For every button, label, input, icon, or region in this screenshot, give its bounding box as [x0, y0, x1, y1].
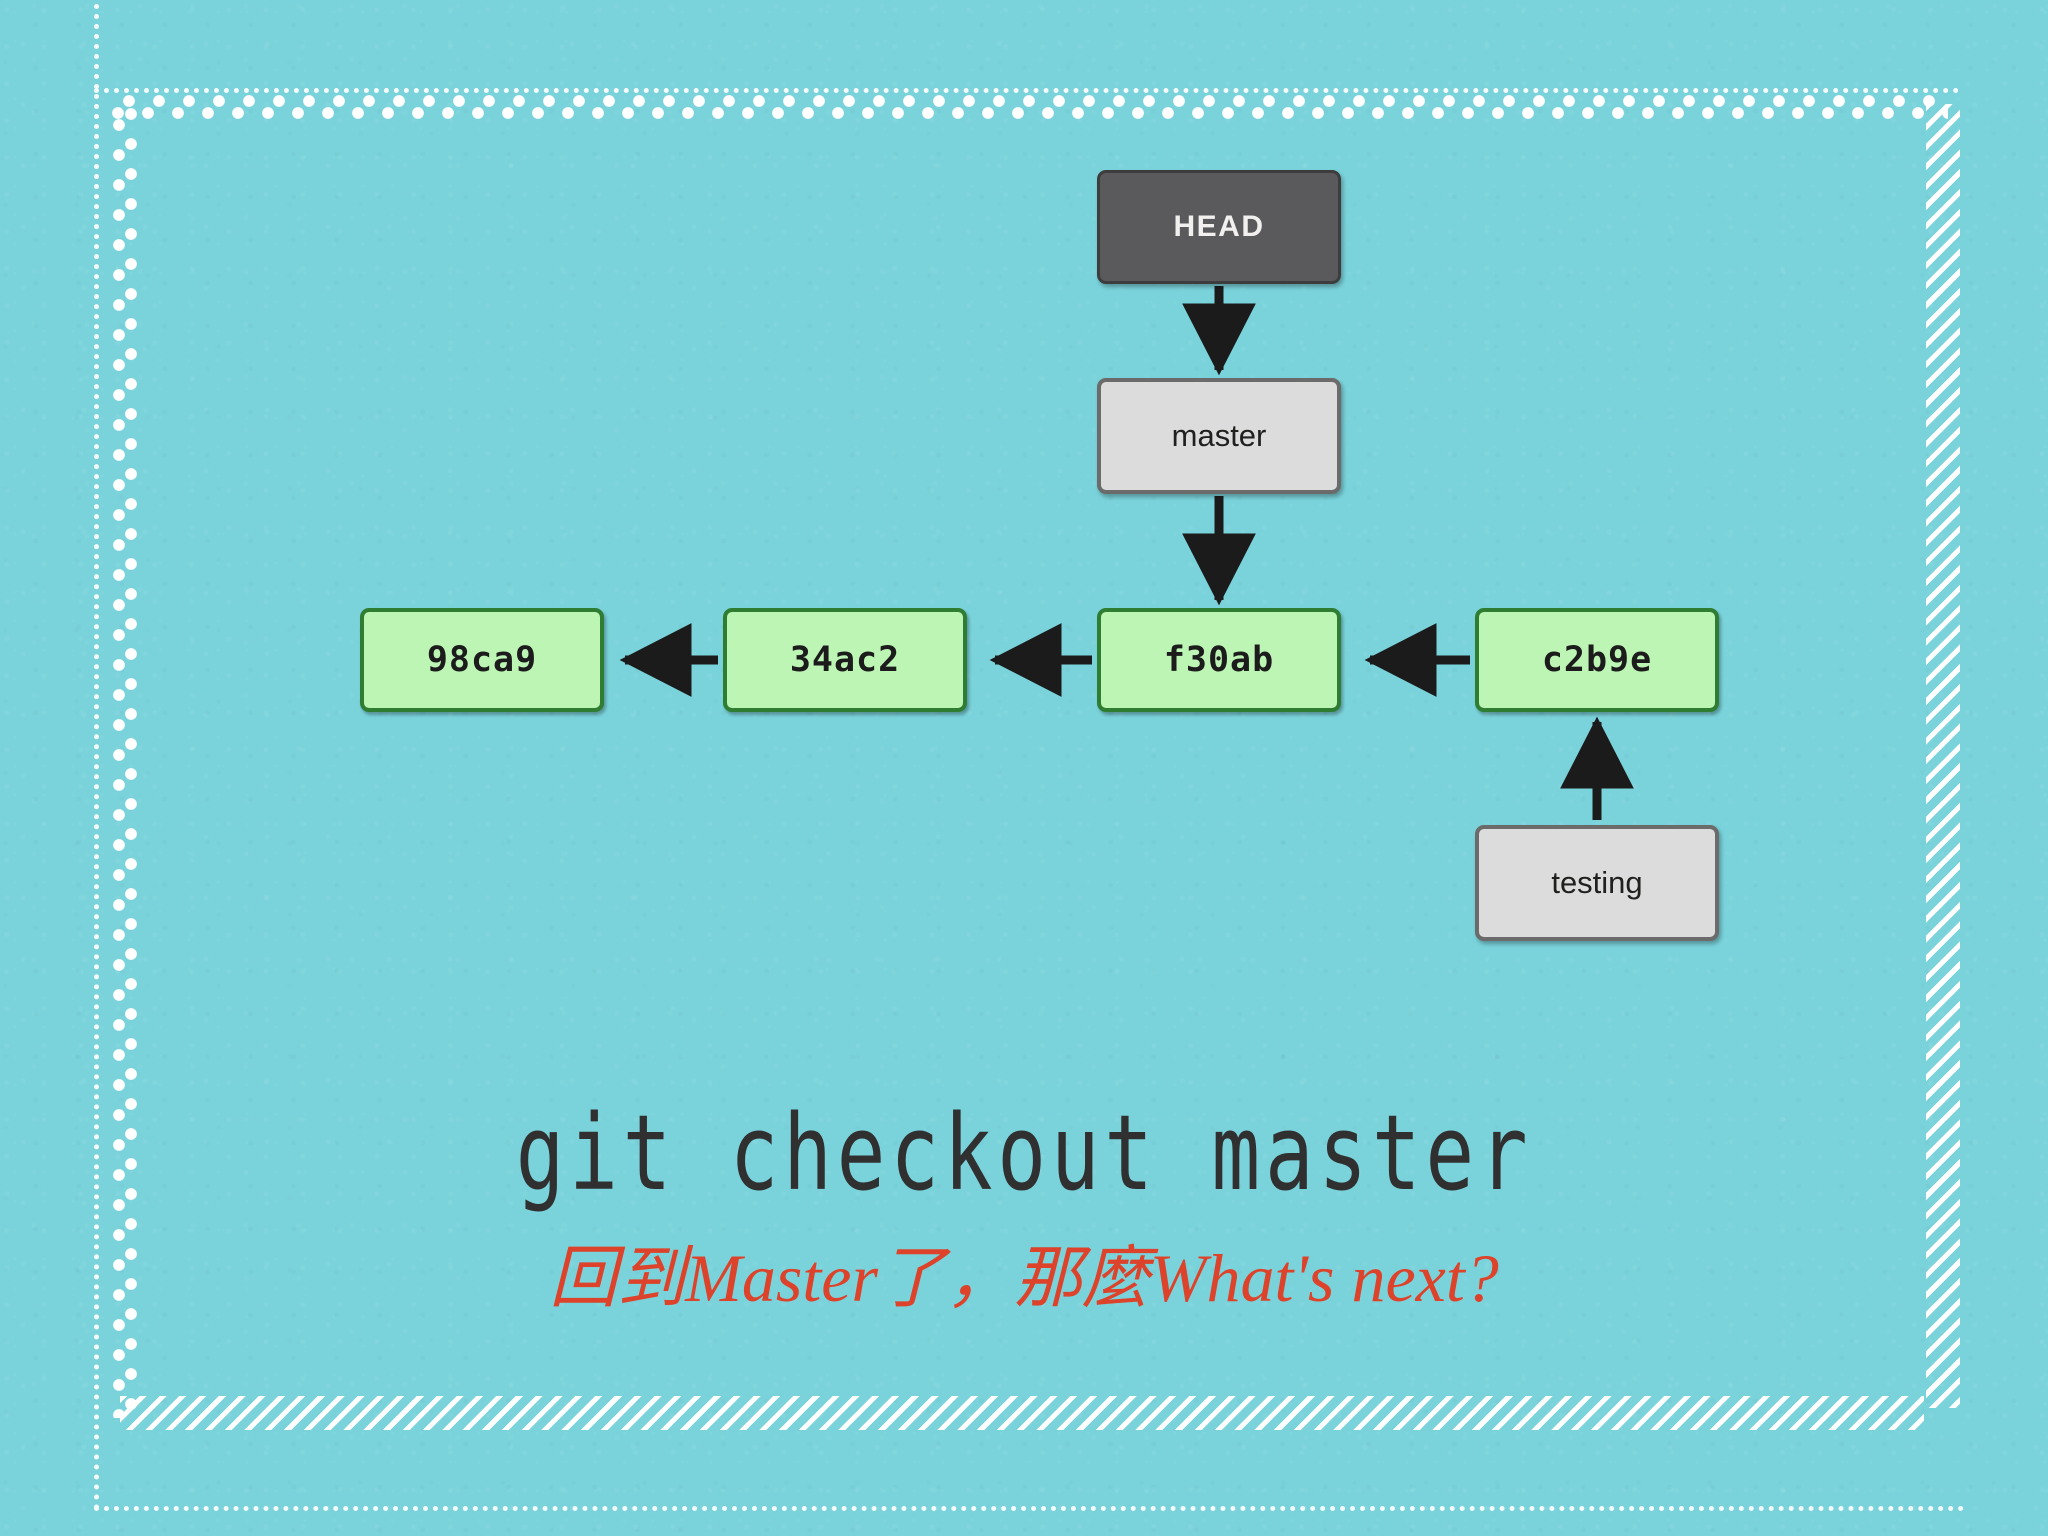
node-ref-testing[interactable]: testing [1475, 825, 1719, 941]
caption-command: git checkout master [515, 1092, 1533, 1214]
node-commit-98ca9-label: 98ca9 [426, 640, 538, 680]
node-commit-f30ab[interactable]: f30ab [1097, 608, 1341, 712]
node-ref-master-label: master [1171, 418, 1267, 453]
node-commit-c2b9e-label: c2b9e [1541, 640, 1653, 680]
node-head-label: HEAD [1173, 210, 1265, 243]
node-commit-34ac2[interactable]: 34ac2 [723, 608, 967, 712]
node-ref-testing-label: testing [1551, 865, 1643, 900]
caption-subtitle: 回到Master了，那麼What's next? [549, 1240, 1499, 1316]
node-head[interactable]: HEAD [1097, 170, 1341, 284]
node-commit-f30ab-label: f30ab [1163, 640, 1275, 680]
node-commit-c2b9e[interactable]: c2b9e [1475, 608, 1719, 712]
node-ref-master[interactable]: master [1097, 378, 1341, 494]
node-commit-34ac2-label: 34ac2 [789, 640, 901, 680]
node-commit-98ca9[interactable]: 98ca9 [360, 608, 604, 712]
